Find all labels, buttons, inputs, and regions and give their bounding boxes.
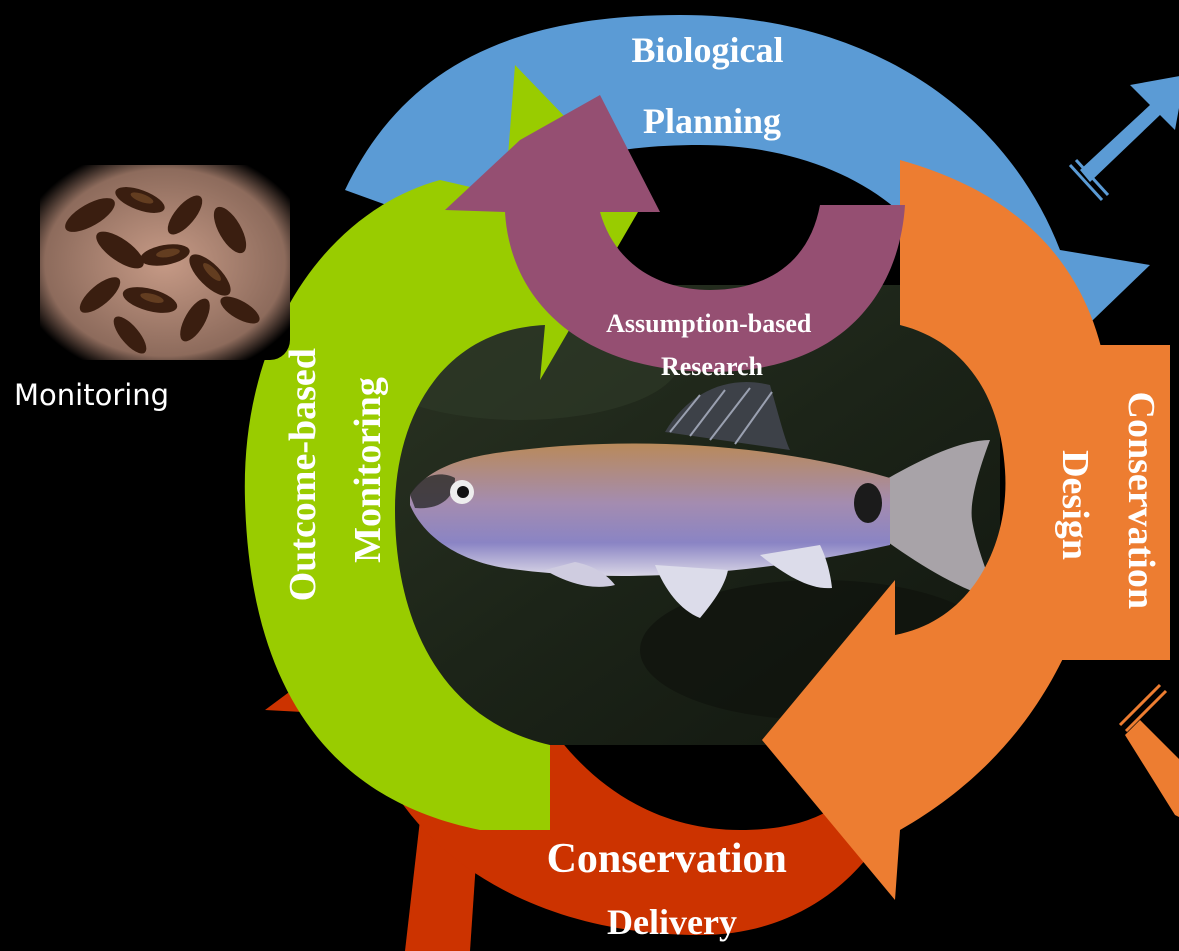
monitoring-side-label: Monitoring [14, 378, 169, 412]
mussels-in-hands-photo [40, 165, 290, 360]
outer-arrow-bottom-right [1120, 685, 1179, 820]
outer-arrow-top-right [1070, 75, 1179, 200]
